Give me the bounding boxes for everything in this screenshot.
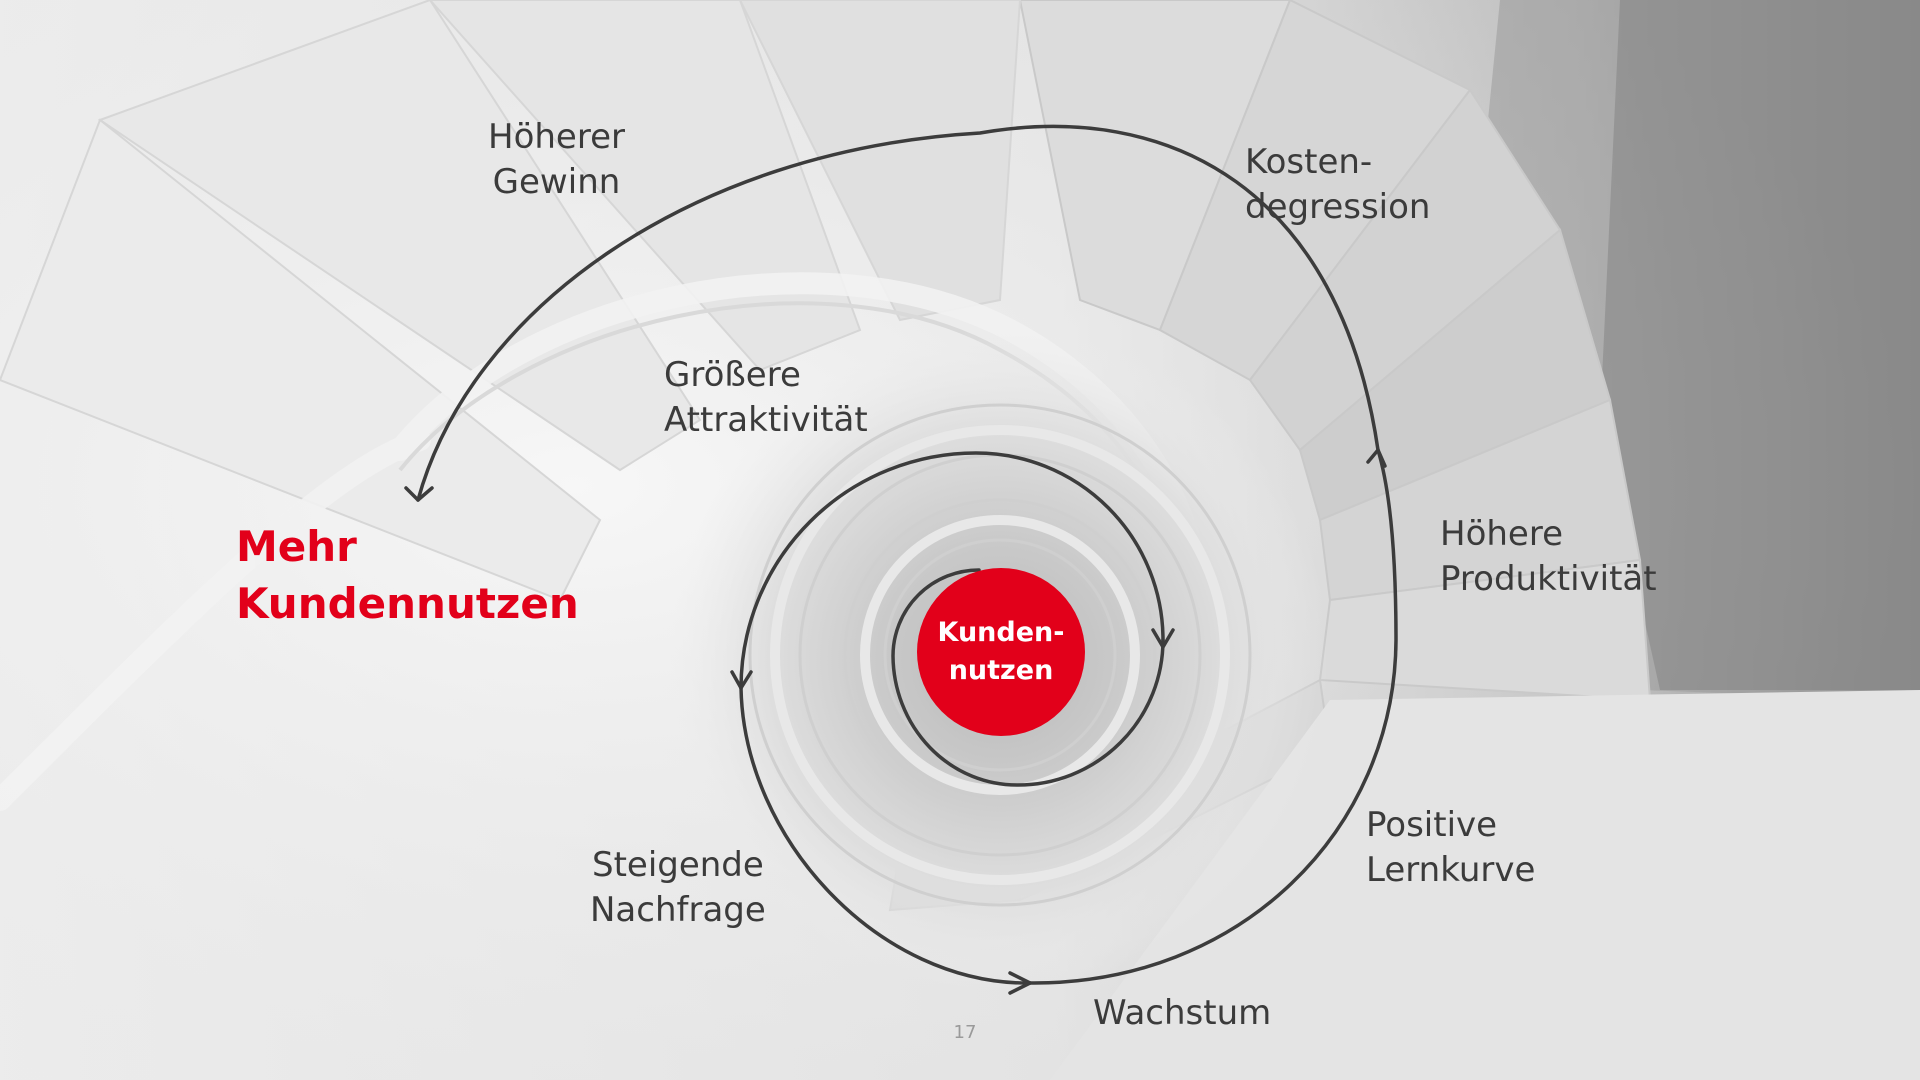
spiral-arrow-icon [404,124,1398,995]
step-hoehere-produktivitaet: Höhere Produktivität [1440,514,1657,599]
step-steigende-nachfrage: Steigende Nachfrage [590,845,766,930]
step-groessere-attraktivitaet: Größere Attraktivität [664,355,868,440]
step-hoeherer-gewinn: Höherer Gewinn [488,117,625,202]
center-kundennutzen-circle: Kunden- nutzen [917,568,1085,736]
center-label-line1: Kunden- [937,617,1065,648]
page-number: 17 [953,1022,977,1043]
step-positive-lernkurve: Positive Lernkurve [1366,805,1536,890]
step-wachstum: Wachstum [1093,993,1272,1033]
headline-mehr-kundennutzen: Mehr Kundennutzen [236,522,579,628]
center-label-line2: nutzen [948,655,1054,686]
step-kostendegression: Kosten- degression [1245,142,1431,227]
